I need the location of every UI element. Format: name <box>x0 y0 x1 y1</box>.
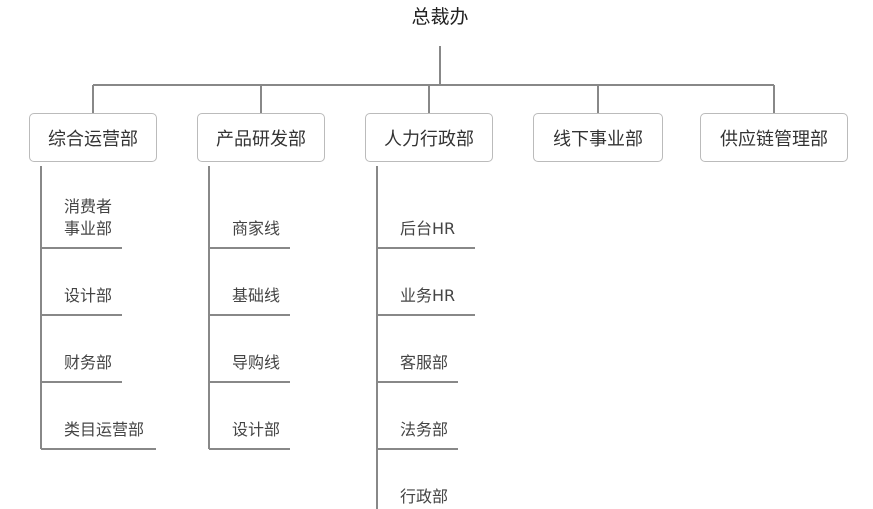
sub-unit-label: 基础线 <box>232 286 281 305</box>
dept-label: 人力行政部 <box>384 128 474 150</box>
sub-unit-label: 设计部 <box>232 420 281 439</box>
dept-box: 人力行政部 <box>365 113 493 162</box>
sub-unit-label: 客服部 <box>400 353 449 372</box>
dept-label: 产品研发部 <box>216 128 306 150</box>
dept-label: 线下事业部 <box>553 128 643 150</box>
dept-box: 线下事业部 <box>533 113 663 162</box>
dept-box: 供应链管理部 <box>700 113 848 162</box>
dept-box: 产品研发部 <box>197 113 325 162</box>
sub-unit-label: 类目运营部 <box>64 420 145 439</box>
dept-label: 供应链管理部 <box>720 128 828 150</box>
sub-unit-label: 行政部 <box>400 487 449 506</box>
dept-box: 综合运营部 <box>29 113 157 162</box>
sub-unit-label: 财务部 <box>64 353 113 372</box>
sub-unit-label: 法务部 <box>400 420 449 439</box>
sub-unit-label: 商家线 <box>232 219 281 238</box>
sub-unit-label: 设计部 <box>64 286 113 305</box>
sub-unit-label: 业务HR <box>400 286 456 305</box>
sub-unit-label: 导购线 <box>232 353 281 372</box>
root-node-title: 总裁办 <box>411 6 469 28</box>
dept-label: 综合运营部 <box>48 128 138 150</box>
sub-unit-label: 消费者事业部 <box>64 197 113 238</box>
sub-unit-label: 后台HR <box>400 219 456 238</box>
